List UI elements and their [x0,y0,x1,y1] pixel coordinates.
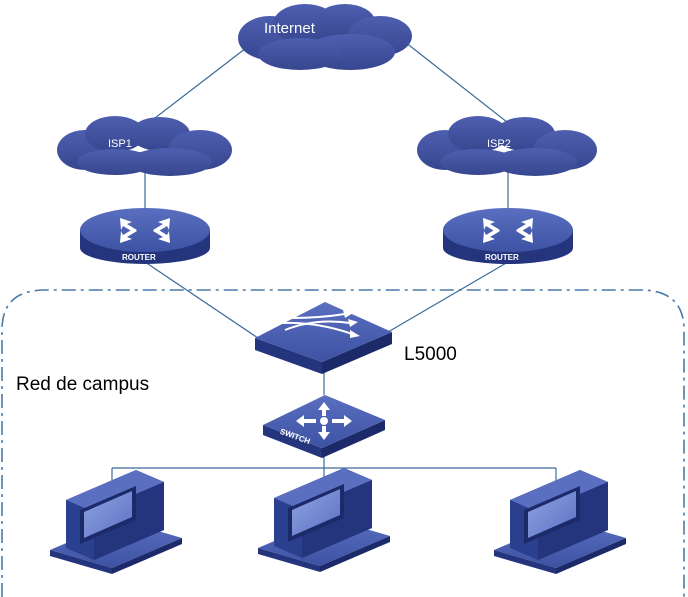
link-internet-isp1 [141,44,251,129]
l5000-device: L5000 [255,302,457,374]
campus-label: Red de campus [16,374,149,395]
switch-arrows-icon [296,402,352,440]
pc-2 [258,468,390,572]
router-arrows-icon [120,218,170,243]
router-left-label: ROUTER [122,253,156,262]
campus-boundary [1,289,685,597]
router-right-label: ROUTER [485,253,519,262]
isp2-cloud: ISP2 [417,116,597,176]
isp1-cloud: ISP1 [57,116,232,176]
link-router-l5000-left [144,261,259,339]
pc-1 [50,470,182,574]
l5000-label: L5000 [404,344,457,365]
link-internet-isp2 [404,41,513,127]
link-router-l5000-right [387,261,509,333]
isp2-label: ISP2 [487,138,511,150]
isp1-label: ISP1 [108,138,132,150]
l5000-flow-icon [282,313,353,335]
router-left: ROUTER [80,208,210,264]
router-right: ROUTER [443,208,573,264]
internet-cloud: Internet [238,4,412,70]
internet-label: Internet [264,20,316,37]
switch-device: SWITCH [263,395,385,458]
pc-3 [494,470,626,574]
router-arrows-icon [483,218,533,243]
